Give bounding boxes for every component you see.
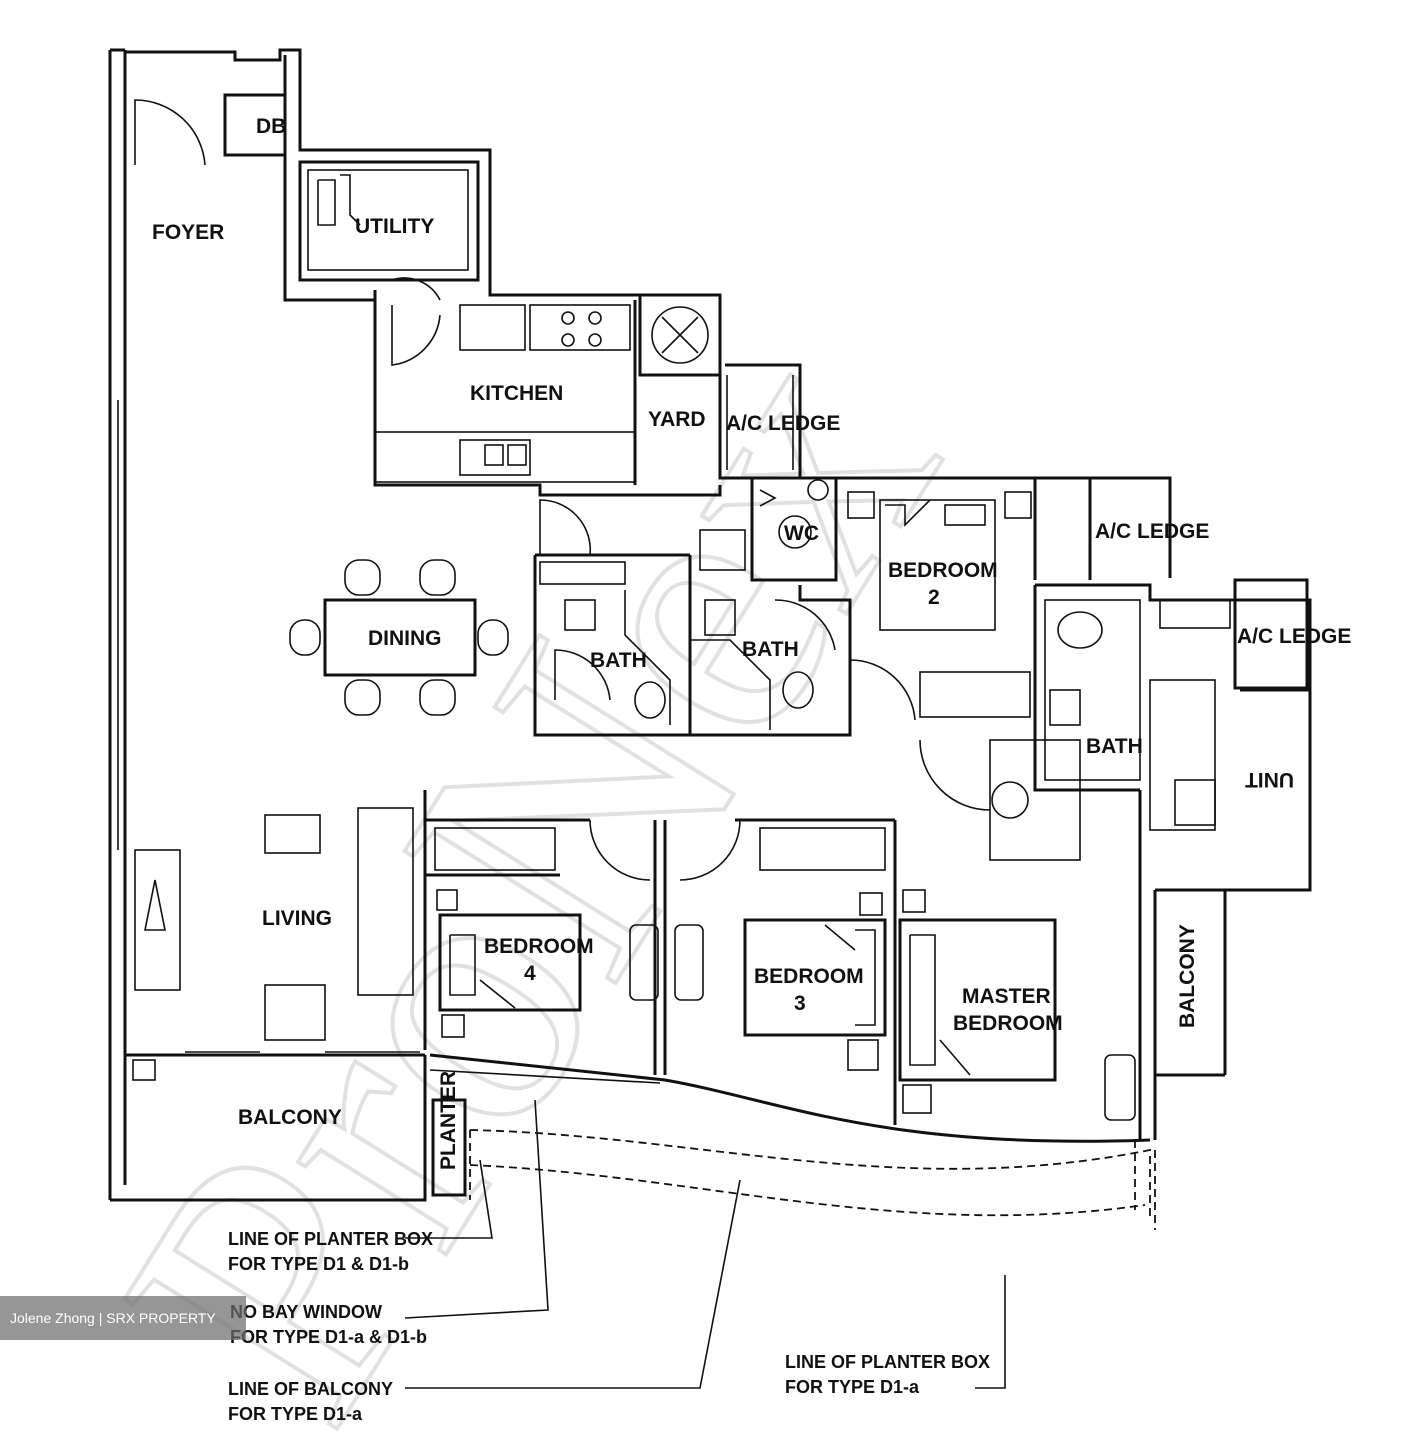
label-bedroom4-num: 4	[524, 962, 536, 985]
label-yard: YARD	[648, 408, 706, 431]
label-mirrored: UNIT	[1245, 768, 1294, 791]
note-planter-a-line2: FOR TYPE D1-a	[785, 1377, 920, 1397]
label-bedroom2-num: 2	[928, 586, 940, 609]
label-ac-ledge-3: A/C LEDGE	[1237, 625, 1351, 648]
note-planter-line2: FOR TYPE D1 & D1-b	[228, 1254, 409, 1274]
master-bath-cluster	[919, 578, 1312, 892]
note-planter-line1: LINE OF PLANTER BOX	[228, 1229, 433, 1249]
living-balcony	[110, 807, 1156, 1230]
label-dining: DINING	[368, 627, 442, 650]
label-wc: WC	[784, 522, 819, 545]
bedroom-row	[423, 790, 1227, 1140]
label-bedroom4: BEDROOM	[484, 935, 594, 958]
label-bath-3: BATH	[1086, 735, 1143, 758]
label-bedroom2: BEDROOM	[888, 559, 998, 582]
note-bay-line2: FOR TYPE D1-a & D1-b	[230, 1327, 427, 1347]
label-master-bedroom: BEDROOM	[953, 1012, 1063, 1035]
label-balcony-right: BALCONY	[1176, 924, 1199, 1028]
label-master: MASTER	[962, 985, 1051, 1008]
label-planter: PLANTER	[437, 1071, 460, 1170]
label-bedroom3: BEDROOM	[754, 965, 864, 988]
note-planter-a-line1: LINE OF PLANTER BOX	[785, 1352, 990, 1372]
bath-cluster	[533, 476, 1172, 737]
dining-furniture	[289, 499, 592, 716]
room-labels: DB FOYER UTILITY KITCHEN YARD A/C LEDGE …	[152, 115, 1351, 1170]
label-bedroom3-num: 3	[794, 992, 806, 1015]
plan-notes: LINE OF PLANTER BOX FOR TYPE D1 & D1-b N…	[228, 1229, 990, 1424]
label-ac-ledge-2: A/C LEDGE	[1095, 520, 1209, 543]
label-foyer: FOYER	[152, 221, 224, 244]
label-ac-ledge-1: A/C LEDGE	[726, 412, 840, 435]
label-db: DB	[256, 115, 286, 138]
label-balcony-left: BALCONY	[238, 1106, 342, 1129]
label-kitchen: KITCHEN	[470, 382, 563, 405]
label-bath-2: BATH	[742, 638, 799, 661]
note-balcony-line2: FOR TYPE D1-a	[228, 1404, 363, 1424]
label-bath-1: BATH	[590, 649, 647, 672]
label-living: LIVING	[262, 907, 332, 930]
outer-walls	[108, 48, 802, 1200]
note-balcony-line1: LINE OF BALCONY	[228, 1379, 393, 1399]
leader-lines	[404, 1099, 1006, 1389]
note-bay-line1: NO BAY WINDOW	[230, 1302, 382, 1322]
photo-credit: Jolene Zhong | SRX PROPERTY	[0, 1296, 246, 1340]
label-utility: UTILITY	[355, 215, 434, 238]
